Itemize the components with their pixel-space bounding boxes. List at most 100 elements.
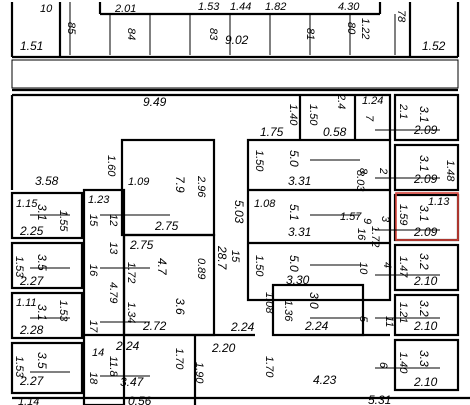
room-area: 1.08: [263, 292, 275, 314]
room-number: 2: [377, 167, 389, 174]
room-area: 0.58: [323, 125, 347, 139]
middle-block-labels: 1.40 1.50 2.4 1.75 0.58 1.50 5.0 3.31 1.…: [253, 93, 395, 327]
room-area: 2.20: [211, 341, 236, 355]
room-area: 2.10: [413, 375, 438, 389]
room-area: 11.8: [107, 356, 119, 377]
room-area: 2.75: [129, 238, 154, 252]
room-area: 3.1: [417, 155, 431, 172]
room-area: 3.3: [417, 350, 431, 367]
room-number: 18: [87, 372, 99, 385]
room-area: 3.47: [120, 375, 145, 389]
room-area: 1.23: [88, 194, 110, 206]
room-area: 0.89: [195, 258, 207, 279]
room-area: 1.75: [260, 125, 284, 139]
room-number: 81: [304, 28, 316, 40]
room-area: 2.09: [413, 225, 438, 239]
room-area: 3.31: [288, 225, 311, 239]
room-area: 3.5: [35, 352, 49, 369]
room-area: 2.09: [413, 123, 438, 137]
room-number: 13: [107, 242, 119, 255]
room-area: 2.1: [397, 103, 409, 119]
room-area: 1.50: [307, 104, 319, 126]
room-area: 1.15: [16, 198, 38, 210]
room-area: 3.30: [286, 273, 310, 287]
room-area: 1.70: [263, 356, 275, 378]
right-column-labels: 1.24 3.1 2.09 1.48 3.1 2.09 1.13 1.59 3.…: [362, 95, 456, 389]
room-area: 5.0: [287, 150, 301, 167]
room-area: 2.01: [114, 3, 136, 15]
room-area: 9.02: [225, 33, 249, 47]
room-area: 7.9: [173, 176, 187, 193]
room-area: 1.60: [105, 155, 117, 177]
room-area: 2.24: [304, 319, 329, 333]
room-area: 1.24: [362, 95, 383, 107]
room-area: 3.58: [35, 174, 59, 188]
room-area: 4.7: [155, 258, 169, 276]
room-area: 2.10: [413, 274, 438, 288]
room-area: 1.22: [359, 18, 371, 39]
room-number: 84: [125, 28, 137, 40]
room-area: 2.10: [413, 319, 438, 333]
room-area: 1.53: [13, 356, 25, 378]
room-number: 8: [357, 168, 369, 175]
room-area: 1.72: [369, 226, 381, 247]
room-area: 3.2: [417, 300, 431, 317]
room-number: 14: [92, 347, 104, 359]
room-area: 1.72: [125, 262, 137, 283]
room-number: 83: [207, 28, 219, 41]
room-area: 3.1: [35, 304, 49, 321]
room-number: 15: [87, 214, 99, 227]
room-area: 3.1: [417, 106, 431, 123]
room-area: 1.52: [422, 39, 446, 53]
room-area: 1.53: [57, 300, 69, 322]
center-labels: 1.60 1.09 7.9 2.96 1.23 15 12 2.75 13 2.…: [87, 155, 329, 389]
room-number: 6: [377, 362, 389, 369]
room-area: 4.23: [313, 373, 337, 387]
room-area: 1.47: [397, 256, 409, 278]
room-number: 7: [363, 115, 375, 122]
room-area: 3.1: [35, 204, 49, 221]
room-area: 1.50: [253, 150, 265, 172]
room-area: 1.11: [16, 297, 37, 309]
room-area: 2.28: [19, 323, 44, 337]
room-area: 1.34: [125, 302, 137, 323]
room-area: 8.03: [354, 170, 366, 192]
room-area: 2.72: [142, 319, 167, 333]
room-number: 85: [65, 22, 77, 35]
room-area: 3.0: [307, 292, 321, 309]
room-area: 1.09: [128, 176, 149, 188]
room-area: 1.53: [13, 256, 25, 278]
room-area: 0.56: [128, 394, 152, 405]
room-area: 1.55: [57, 210, 69, 232]
room-area: 3.31: [288, 174, 311, 188]
room-area: 1.40: [397, 352, 409, 374]
room-number: 17: [87, 320, 99, 333]
room-area: 5.1: [287, 204, 301, 221]
room-area: 1.59: [397, 204, 409, 225]
room-area: 2.27: [19, 274, 45, 288]
room-area: 2.25: [19, 224, 44, 238]
highlighted-room: [395, 192, 459, 241]
room-area: 1.51: [20, 39, 43, 53]
room-area: 1.21: [397, 302, 409, 323]
room-number: 16: [355, 228, 367, 241]
room-area: 1.48: [444, 160, 456, 182]
room-number: 10: [40, 3, 53, 15]
room-area: 1.08: [254, 198, 276, 210]
room-area: 5.03: [232, 200, 246, 224]
room-area: 3.1: [417, 205, 431, 222]
room-number: 16: [87, 264, 99, 277]
room-area: 1.44: [230, 1, 251, 13]
room-number: 3: [379, 216, 391, 223]
room-area: 1.40: [287, 104, 299, 126]
room-area: 28.7: [215, 245, 229, 271]
room-area: 4.30: [338, 1, 360, 13]
room-area: 2.96: [195, 175, 207, 198]
room-area: 1.82: [265, 1, 286, 13]
room-number: 5: [357, 316, 369, 323]
room-area: 1.50: [253, 255, 265, 277]
room-number: 12: [107, 214, 119, 226]
room-area: 2.75: [154, 219, 179, 233]
room-number: 15: [229, 250, 241, 263]
